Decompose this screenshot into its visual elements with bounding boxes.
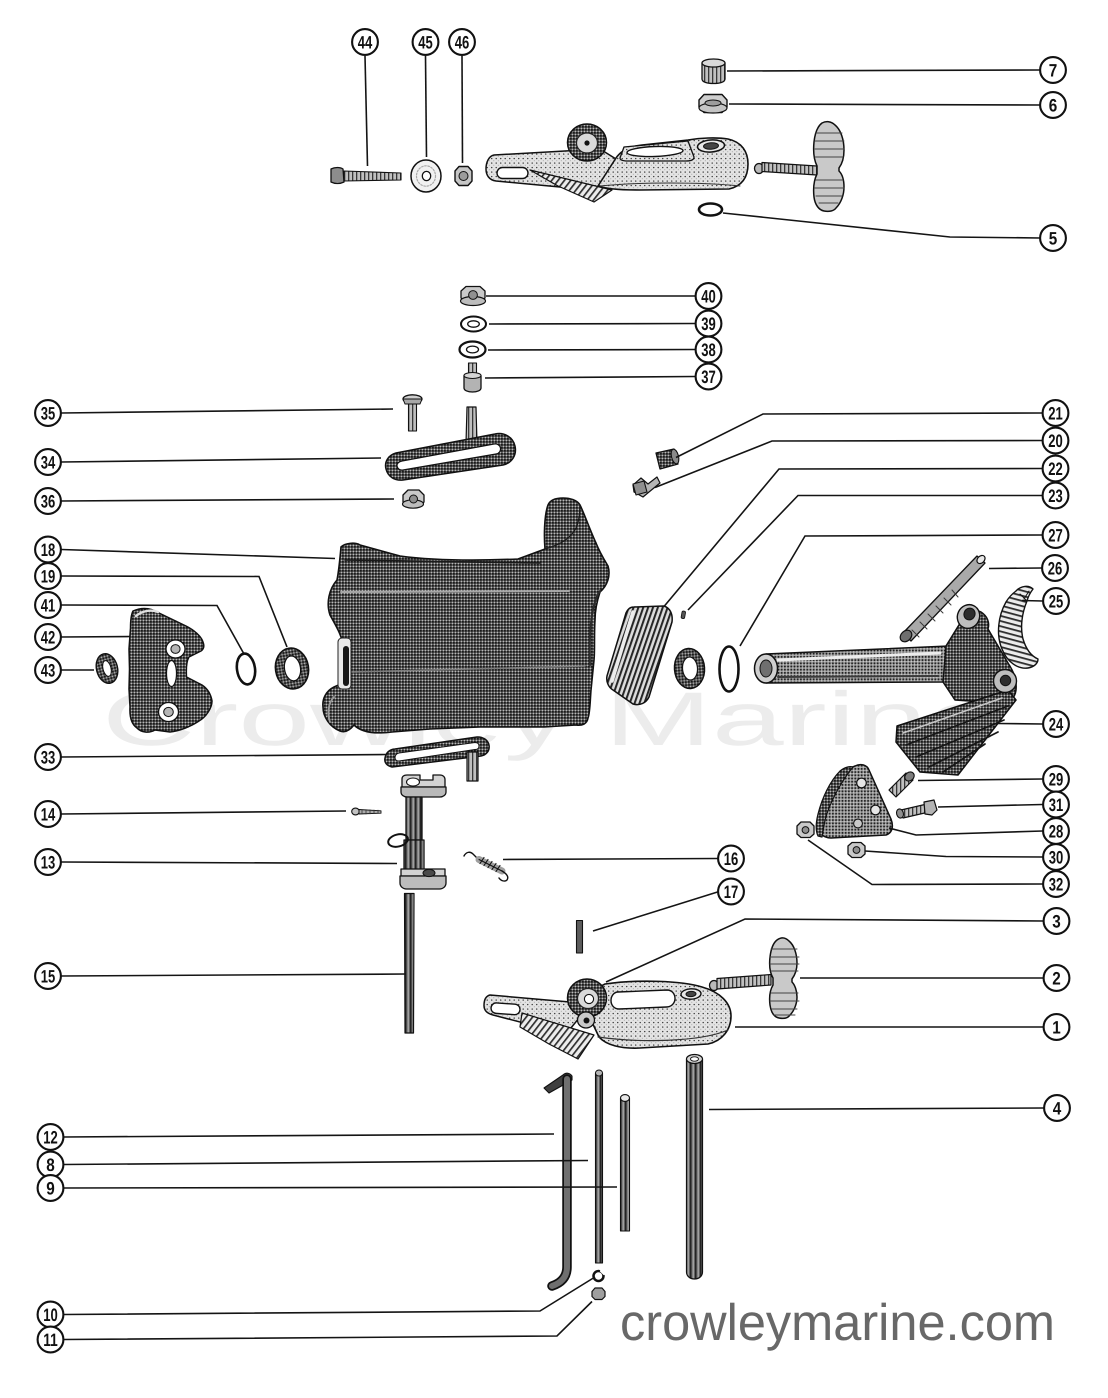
svg-text:22: 22 [1048, 459, 1063, 479]
svg-text:19: 19 [41, 566, 56, 586]
svg-text:crowleymarine.com: crowleymarine.com [620, 1293, 1055, 1351]
svg-text:9: 9 [46, 1178, 55, 1198]
svg-text:27: 27 [1048, 525, 1063, 545]
svg-text:40: 40 [701, 286, 716, 306]
svg-text:17: 17 [724, 882, 739, 902]
svg-text:42: 42 [41, 627, 56, 647]
svg-text:26: 26 [1048, 558, 1063, 578]
svg-text:10: 10 [43, 1305, 58, 1325]
svg-text:7: 7 [1049, 60, 1058, 80]
svg-text:37: 37 [701, 367, 716, 387]
svg-text:24: 24 [1049, 714, 1064, 734]
svg-text:11: 11 [43, 1330, 58, 1350]
svg-text:2: 2 [1052, 968, 1061, 988]
svg-text:18: 18 [41, 540, 56, 560]
svg-text:20: 20 [1048, 431, 1063, 451]
svg-text:30: 30 [1049, 847, 1064, 867]
svg-text:25: 25 [1049, 591, 1064, 611]
svg-text:36: 36 [41, 491, 56, 511]
svg-text:8: 8 [46, 1155, 55, 1175]
svg-text:28: 28 [1049, 821, 1064, 841]
svg-text:38: 38 [701, 340, 716, 360]
svg-text:41: 41 [41, 595, 56, 615]
svg-text:39: 39 [701, 314, 716, 334]
svg-text:23: 23 [1048, 486, 1063, 506]
svg-text:29: 29 [1049, 769, 1064, 789]
svg-text:35: 35 [41, 403, 56, 423]
svg-text:45: 45 [418, 32, 433, 52]
svg-text:5: 5 [1049, 228, 1058, 248]
svg-text:15: 15 [41, 966, 56, 986]
svg-text:32: 32 [1049, 874, 1064, 894]
svg-text:14: 14 [41, 804, 56, 824]
svg-text:31: 31 [1049, 795, 1064, 815]
svg-text:13: 13 [41, 852, 56, 872]
svg-text:21: 21 [1048, 403, 1063, 423]
svg-text:33: 33 [41, 747, 56, 767]
svg-text:1: 1 [1052, 1017, 1061, 1037]
svg-text:6: 6 [1049, 95, 1058, 115]
svg-text:43: 43 [41, 660, 56, 680]
svg-text:4: 4 [1053, 1098, 1062, 1118]
svg-text:16: 16 [724, 849, 739, 869]
svg-text:3: 3 [1052, 911, 1061, 931]
svg-text:46: 46 [455, 32, 470, 52]
svg-text:12: 12 [43, 1127, 58, 1147]
svg-text:34: 34 [41, 452, 56, 472]
svg-text:44: 44 [358, 32, 373, 52]
